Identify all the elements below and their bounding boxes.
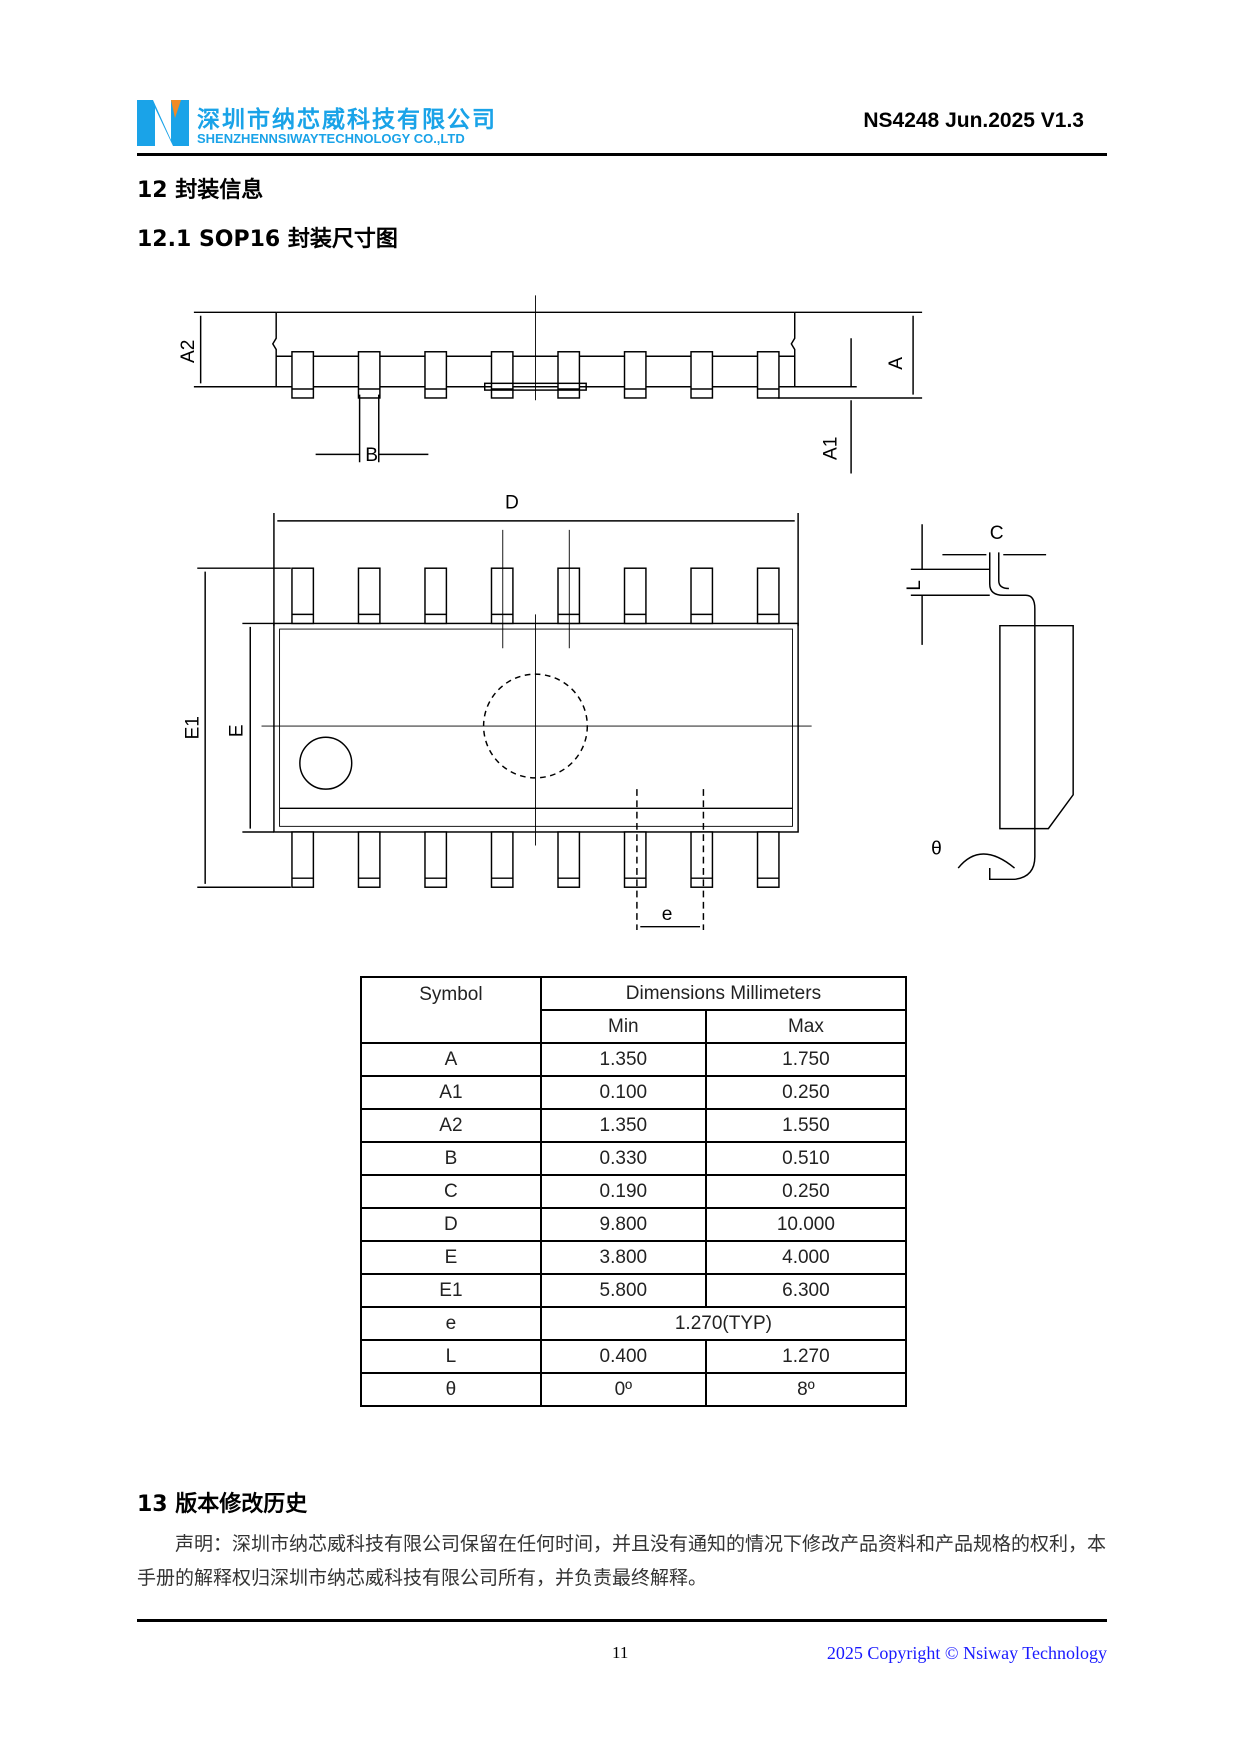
lead-pin (756, 831, 780, 888)
cell-symbol: A1 (360, 1075, 542, 1110)
header-rule (137, 153, 1107, 156)
lead-pin (756, 567, 780, 625)
cell-min: 1.350 (539, 1042, 707, 1077)
lead-pin (557, 567, 581, 625)
cell-max: 10.000 (704, 1207, 908, 1242)
cell-max: 0.250 (704, 1174, 908, 1209)
lead-pin (690, 831, 714, 888)
lead-pin (557, 351, 581, 399)
cell-max: 1.270 (704, 1339, 908, 1374)
lead-pin (357, 351, 381, 399)
lead-pin (490, 351, 514, 399)
disclaimer-paragraph: 声明：深圳市纳芯威科技有限公司保留在任何时间，并且没有通知的情况下修改产品资料和… (137, 1533, 1107, 1589)
label-A: A (886, 357, 907, 370)
cell-symbol: E1 (360, 1273, 542, 1308)
label-A1: A1 (820, 437, 841, 460)
section-12-heading: 12 封装信息 (137, 178, 264, 203)
lead-pin (690, 351, 714, 399)
header-symbol: Symbol (360, 976, 542, 1044)
lead-pin (623, 831, 647, 888)
cell-symbol: D (360, 1207, 542, 1242)
cell-max: 0.250 (704, 1075, 908, 1110)
label-E: E (226, 725, 247, 738)
cell-max: 1.550 (704, 1108, 908, 1143)
lead-pin (490, 567, 514, 625)
cell-min: 0.330 (539, 1141, 707, 1176)
header-min: Min (539, 1009, 707, 1044)
lead-pin (291, 567, 315, 625)
label-C: C (990, 523, 1004, 544)
label-A2: A2 (178, 340, 199, 363)
cell-symbol: E (360, 1240, 542, 1275)
cell-symbol: e (360, 1306, 542, 1341)
label-B: B (365, 445, 378, 466)
cell-min: 0.400 (539, 1339, 707, 1374)
label-E1: E1 (182, 716, 203, 739)
cell-min: 5.800 (539, 1273, 707, 1308)
cell-min: 0º (539, 1372, 707, 1407)
cell-typ: 1.270(TYP) (539, 1306, 908, 1341)
label-D: D (505, 492, 519, 513)
header-dimensions: Dimensions Millimeters (539, 976, 908, 1011)
page-number: 11 (612, 1643, 629, 1662)
company-name-cn: 深圳市纳芯威科技有限公司 (197, 107, 497, 133)
lead-pin (490, 831, 514, 888)
cell-min: 1.350 (539, 1108, 707, 1143)
copyright: 2025 Copyright © Nsiway Technology (826, 1643, 1107, 1663)
cell-symbol: L (360, 1339, 542, 1374)
footer-rule (137, 1619, 1107, 1622)
lead-pin (357, 831, 381, 888)
cell-max: 4.000 (704, 1240, 908, 1275)
cell-min: 3.800 (539, 1240, 707, 1275)
cell-max: 0.510 (704, 1141, 908, 1176)
lead-pin (291, 351, 315, 399)
company-logo (137, 100, 189, 146)
lead-pin (291, 831, 315, 888)
label-e: e (662, 904, 673, 925)
cell-symbol: A (360, 1042, 542, 1077)
lead-pin (690, 567, 714, 625)
lead-pin (424, 351, 448, 399)
side-view (193, 295, 923, 474)
cell-min: 0.190 (539, 1174, 707, 1209)
cell-min: 0.100 (539, 1075, 707, 1110)
cell-min: 9.800 (539, 1207, 707, 1242)
company-name-en: SHENZHENNSIWAYTECHNOLOGY CO.,LTD (197, 131, 465, 146)
section-13-heading: 13 版本修改历史 (137, 1492, 308, 1517)
top-view (197, 512, 812, 931)
lead-pin (557, 831, 581, 888)
cell-symbol: C (360, 1174, 542, 1209)
cell-symbol: B (360, 1141, 542, 1176)
lead-profile-view (910, 524, 1074, 881)
lead-pin (357, 567, 381, 625)
lead-pin (623, 567, 647, 625)
cell-max: 6.300 (704, 1273, 908, 1308)
label-L: L (904, 580, 925, 591)
cell-symbol: θ (360, 1372, 542, 1407)
section-12-1-heading: 12.1 SOP16 封装尺寸图 (137, 227, 398, 252)
label-theta: θ (931, 839, 942, 860)
cell-max: 1.750 (704, 1042, 908, 1077)
cell-symbol: A2 (360, 1108, 542, 1143)
lead-pin (623, 351, 647, 399)
document-id: NS4248 Jun.2025 V1.3 (863, 109, 1084, 132)
package-drawing: D B e C θ A2 A A1 E1 E L (178, 295, 1074, 931)
lead-pin (424, 567, 448, 625)
lead-pin (756, 351, 780, 399)
header-max: Max (704, 1009, 908, 1044)
lead-pin (424, 831, 448, 888)
cell-max: 8º (704, 1372, 908, 1407)
